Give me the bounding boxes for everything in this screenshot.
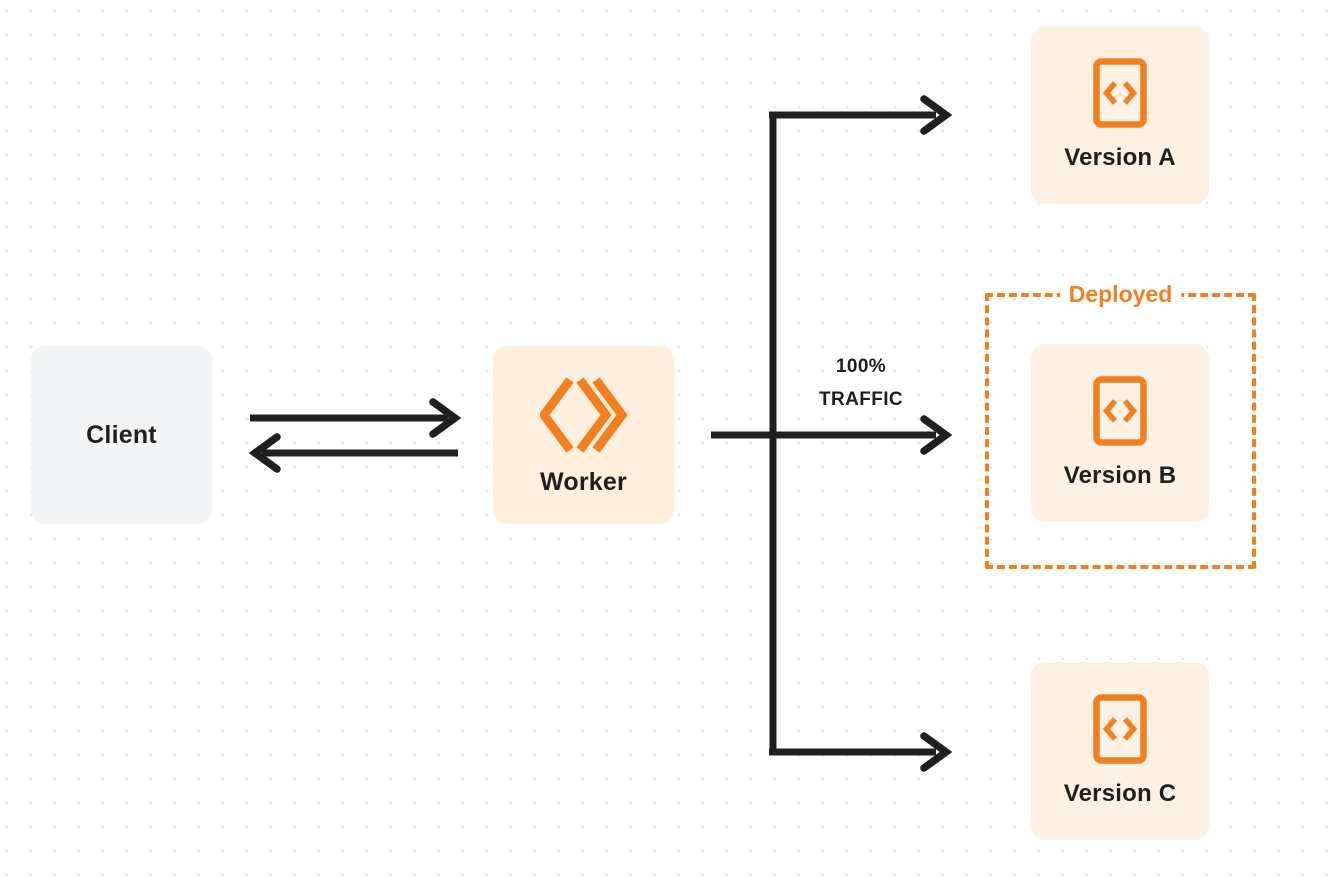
node-version-c[interactable]: Version C: [1031, 662, 1209, 840]
group-deployed: Deployed: [985, 280, 1256, 569]
code-file-icon: [1093, 694, 1147, 764]
node-version-b[interactable]: Version B: [1031, 344, 1209, 522]
traffic-share-label: 100% TRAFFIC: [790, 350, 932, 416]
traffic-unit: TRAFFIC: [818, 389, 904, 410]
node-version-a[interactable]: Version A: [1031, 26, 1209, 204]
edge-trunk-to-version-a: [769, 99, 946, 131]
workers-logo-icon: [537, 374, 628, 456]
edge-worker-to-client: [255, 437, 458, 469]
edge-trunk-to-version-c: [769, 736, 946, 768]
node-worker-label: Worker: [540, 467, 627, 496]
group-deployed-label: Deployed: [1059, 280, 1182, 308]
code-file-icon: [1093, 376, 1147, 446]
edge-client-to-worker: [250, 402, 455, 434]
edge-trunk-to-version-b: [769, 419, 946, 451]
traffic-percent: 100%: [835, 356, 887, 377]
node-client[interactable]: Client: [31, 346, 212, 524]
node-client-label: Client: [86, 420, 157, 449]
node-version-c-label: Version C: [1063, 780, 1177, 807]
node-version-b-label: Version B: [1063, 462, 1177, 489]
node-worker[interactable]: Worker: [493, 346, 674, 524]
code-file-icon: [1093, 58, 1147, 128]
node-version-a-label: Version A: [1064, 144, 1176, 171]
